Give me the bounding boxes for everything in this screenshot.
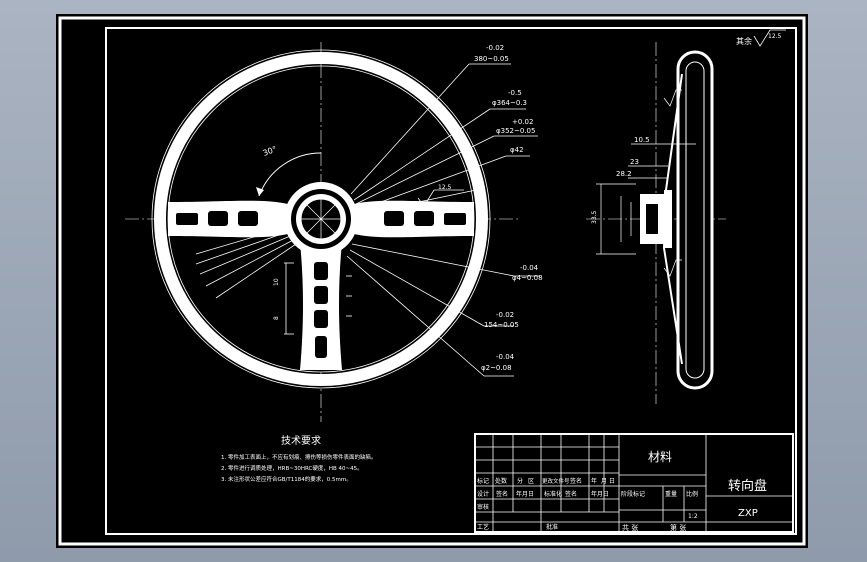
tb-count: 处数: [495, 477, 507, 485]
tb-month: 月: [601, 478, 607, 485]
tb-change-doc: 更改文件号: [542, 477, 570, 485]
tb-scale-label: 比例: [686, 490, 698, 498]
title-block: 标记 处数 分 区 更改文件号 签名 年 月 日 设计 签名 年月日 标准化 签…: [474, 433, 794, 533]
tb-process: 工艺: [477, 523, 489, 531]
dim-d2: φ364~0.3: [492, 99, 527, 107]
dim-side-w2: 23: [630, 158, 639, 166]
dim-d5-tol: -0.04: [520, 264, 539, 272]
material-label: 材料: [648, 450, 672, 464]
drawing-title: 转向盘: [728, 478, 767, 494]
dim-d6-tol: -0.02: [496, 311, 514, 319]
dim-d1-tol: -0.02: [486, 44, 504, 52]
spoke-bottom: [300, 242, 342, 370]
tb-standard: 标准化: [544, 490, 562, 498]
dim-d1: 380~0.05: [474, 55, 509, 63]
tb-stage: 阶段标记: [621, 490, 645, 498]
front-view: -0.02 380~0.05 -0.5 φ364~0.3 +0.02 φ352~…: [125, 42, 543, 422]
tb-approve: 批准: [546, 523, 558, 531]
tech-req-item-2: 2. 零件进行调质处理，HRB~30HRC硬度，HB 40~45。: [221, 464, 363, 472]
wheel-rim: [154, 52, 488, 386]
tb-day: 日: [609, 478, 615, 485]
dim-d7-tol: -0.04: [496, 353, 515, 361]
tb-sheet-total: 共 张: [622, 523, 638, 532]
dim-d3-tol: +0.02: [512, 118, 533, 126]
dim-side-w1: 10.5: [634, 136, 650, 144]
tb-zone: 区: [528, 478, 534, 485]
dim-d2-tol: -0.5: [508, 89, 522, 97]
tb-review: 审核: [477, 503, 489, 511]
tb-standard-date: 年月日: [591, 490, 609, 498]
ra-value: 12.5: [438, 184, 452, 191]
roughness-label: 其余: [736, 36, 752, 46]
tb-design-sign: 签名: [496, 490, 508, 498]
dim-spoke-h2: 8: [273, 316, 280, 320]
dim-spoke-h1: 10: [273, 278, 280, 286]
tb-sign: 签名: [570, 477, 582, 485]
tech-req-item-1: 1. 零件加工表面上，不应有划痕、擦伤等损伤零件表面的缺陷。: [221, 453, 377, 461]
dim-d6: 154~0.05: [484, 321, 519, 329]
inner-border: [105, 27, 797, 535]
roughness-value: 12.5: [768, 33, 782, 40]
tb-year: 年: [591, 477, 597, 485]
tb-scale-value: 1:2: [688, 513, 698, 520]
tb-design: 设计: [477, 490, 489, 498]
dim-angle: 30°: [262, 145, 278, 158]
dim-side-w3: 28.2: [616, 170, 632, 178]
drawing-sheet: -0.02 380~0.05 -0.5 φ364~0.3 +0.02 φ352~…: [56, 14, 808, 548]
dim-d5: φ4~0.08: [512, 274, 543, 282]
tech-req-item-3: 3. 未注形状公差应符合GB/T1184的要求，0.5mm。: [221, 475, 352, 483]
tech-req-title: 技术要求: [281, 434, 321, 447]
dim-side-h: 33.5: [591, 210, 598, 224]
outer-border: [58, 16, 806, 546]
tb-design-date: 年月日: [516, 490, 534, 498]
drawing-code: ZXP: [738, 508, 758, 519]
tb-mark: 标记: [477, 477, 489, 485]
tb-sheet-no: 第 张: [670, 523, 686, 532]
tb-part: 分: [517, 477, 523, 485]
dim-d4: φ42: [510, 146, 524, 154]
side-rim: [676, 50, 714, 390]
tech-requirements: 技术要求 1. 零件加工表面上，不应有划痕、擦伤等损伤零件表面的缺陷。 2. 零…: [221, 434, 377, 483]
dim-d7: φ2~0.08: [481, 364, 512, 372]
tb-weight: 重量: [665, 490, 677, 498]
tb-standard-sign: 签名: [565, 490, 577, 498]
side-view: 10.5 23 28.2 33.5 其余 12.5: [586, 29, 786, 404]
cad-drawing: -0.02 380~0.05 -0.5 φ364~0.3 +0.02 φ352~…: [58, 16, 806, 546]
dim-d3: φ352~0.05: [496, 127, 535, 135]
